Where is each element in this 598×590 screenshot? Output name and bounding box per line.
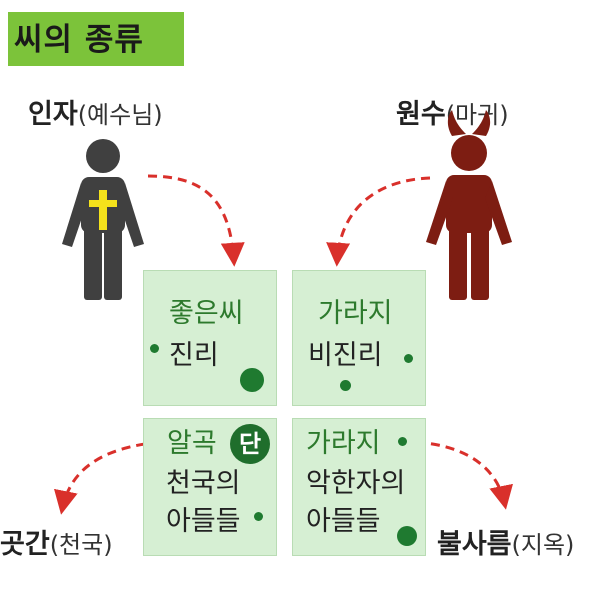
tares-box [292, 270, 426, 406]
human-figure-icon [62, 139, 144, 300]
left-figure-paren: (예수님) [77, 101, 163, 129]
sheaf-badge: 단 [230, 424, 270, 464]
tares-label-2: 가라지 [306, 428, 381, 459]
right-figure-name: 원수 [396, 99, 446, 130]
barn-paren: (천국) [49, 531, 113, 559]
barn-destination-label: 곳간(천국) [0, 522, 113, 561]
left-figure-label: 인자(예수님) [28, 92, 163, 131]
arrow-wheat-to-barn [54, 440, 161, 515]
left-figure-name: 인자 [28, 99, 78, 130]
barn-name: 곳간 [0, 529, 50, 560]
truth-label: 진리 [169, 340, 219, 371]
burning-destination-label: 불사름(지옥) [437, 522, 574, 561]
small-seed-dot [398, 437, 407, 446]
untruth-label: 비진리 [308, 340, 383, 371]
evil-sons-label-1: 악한자의 [306, 468, 406, 499]
dashed-arrow-icon [54, 174, 513, 515]
good-seed-label: 좋은씨 [169, 298, 244, 329]
small-seed-dot [404, 354, 413, 363]
wheat-label: 알곡 [167, 428, 217, 459]
evil-sons-label-2: 아들들 [306, 506, 381, 537]
small-seed-dot [150, 344, 159, 353]
title-background [8, 12, 184, 66]
tares-label: 가라지 [318, 298, 393, 329]
right-figure-label: 원수(마귀) [396, 92, 509, 131]
arrow-tares-to-burning [415, 440, 513, 510]
heaven-sons-label-1: 천국의 [166, 468, 241, 499]
devil-figure-icon [426, 110, 512, 300]
burning-name: 불사름 [437, 529, 512, 560]
page-title: 씨의 종류 [14, 22, 144, 58]
burning-paren: (지옥) [511, 531, 575, 559]
arrow-enemy-to-tares [326, 176, 431, 267]
arrow-sower-to-good-seed [147, 174, 245, 267]
small-seed-dot [254, 512, 263, 521]
large-seed-dot [240, 368, 264, 392]
heaven-sons-label-2: 아들들 [166, 506, 241, 537]
cross-icon [89, 190, 117, 230]
small-seed-dot [340, 380, 351, 391]
large-seed-dot [397, 526, 417, 546]
